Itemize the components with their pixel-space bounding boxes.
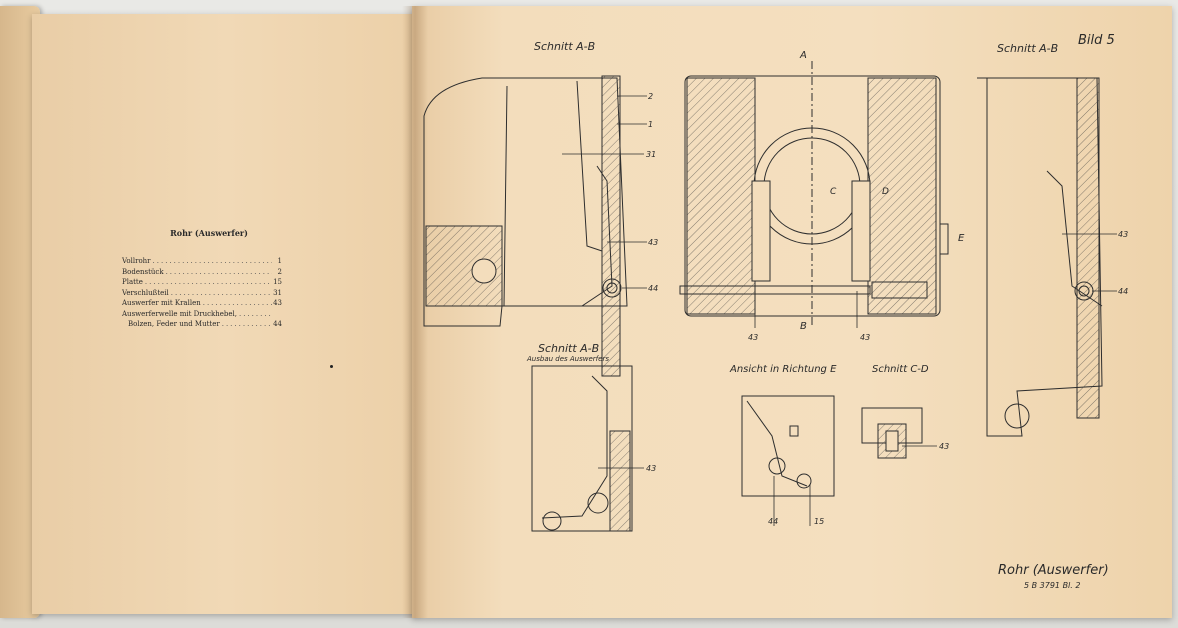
- parts-list-row: Bodenstück..............................…: [122, 267, 282, 276]
- left-page: [32, 14, 420, 614]
- right-page: [412, 6, 1172, 618]
- callout-15: 15: [814, 517, 824, 526]
- callout-44: 44: [1118, 287, 1128, 296]
- page-mark: [330, 365, 333, 368]
- view-sublabel-bottom-left: Ausbau des Auswerfers: [526, 355, 609, 363]
- callout-44: 44: [768, 517, 778, 526]
- callout-44: 44: [648, 284, 658, 293]
- section-cd: [861, 407, 923, 459]
- callout-31: 31: [646, 150, 656, 159]
- marker-e: E: [958, 233, 965, 244]
- parts-list-row: Auswerferwelle mit Druckhebel,..........…: [122, 309, 272, 318]
- parts-list-row: Platte..............................15: [122, 278, 282, 286]
- parts-list-row: Bolzen, Feder und Mutter................…: [128, 320, 282, 328]
- view-label-top-right: Schnitt A-B: [997, 42, 1058, 55]
- parts-list-row: Auswerfer mit Krallen...................…: [122, 299, 282, 307]
- section-ab-top-left: [423, 75, 628, 377]
- title-block-code: 5 B 3791 Bl. 2: [1024, 581, 1080, 590]
- front-view: [679, 61, 949, 326]
- marker-b: B: [800, 321, 807, 332]
- sheet-label: Bild 5: [1078, 33, 1115, 48]
- callout-43: 43: [646, 464, 656, 473]
- parts-list-title: Rohr (Auswerfer): [170, 228, 248, 238]
- parts-list-row: Vollrohr..............................1: [122, 257, 282, 265]
- callout-43: 43: [648, 238, 658, 247]
- callout-43: 43: [1118, 230, 1128, 239]
- title-block-title: Rohr (Auswerfer): [998, 563, 1109, 578]
- marker-c: C: [830, 187, 837, 197]
- section-ab-removal: [531, 365, 633, 532]
- technical-drawing: Schnitt A-B Schnitt A-B Bild 5 Schnitt A…: [423, 33, 1128, 590]
- parts-list-row: Verschlußteil...........................…: [122, 288, 282, 297]
- callout-1: 1: [648, 120, 653, 129]
- callout-lines: [562, 95, 1117, 526]
- callout-43: 43: [939, 442, 949, 451]
- section-ab-top-right: [977, 77, 1103, 437]
- view-direction-e: [741, 395, 835, 497]
- view-label-direction-e: Ansicht in Richtung E: [729, 364, 837, 375]
- view-label-bottom-left: Schnitt A-B: [538, 342, 599, 355]
- callout-2: 2: [648, 92, 653, 101]
- callout-43: 43: [748, 333, 758, 342]
- callout-43: 43: [860, 333, 870, 342]
- marker-a: A: [799, 50, 807, 61]
- view-label-cd: Schnitt C-D: [872, 364, 929, 375]
- marker-d: D: [882, 187, 889, 197]
- parts-list: Rohr (Auswerfer) Vollrohr...............…: [122, 228, 282, 330]
- view-label-top-left: Schnitt A-B: [534, 40, 595, 53]
